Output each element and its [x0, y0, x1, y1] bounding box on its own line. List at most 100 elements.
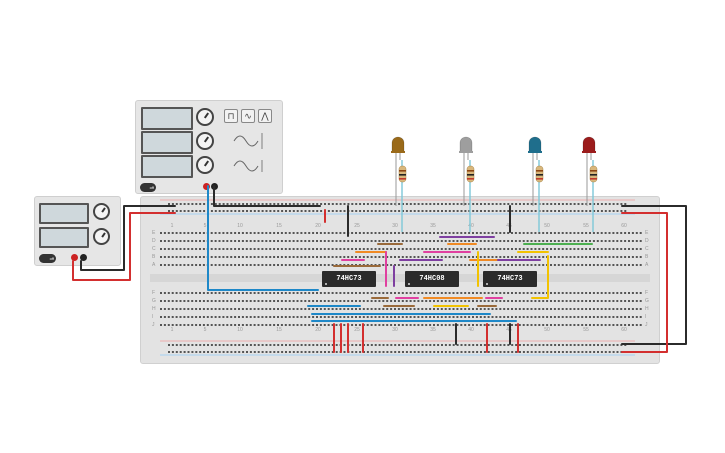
breadboard-hole[interactable] [417, 300, 420, 302]
breadboard-hole[interactable] [468, 232, 471, 234]
square-wave-icon[interactable]: ⊓ [224, 109, 238, 123]
breadboard-hole[interactable] [246, 344, 248, 346]
breadboard-hole[interactable] [589, 300, 591, 302]
breadboard-hole[interactable] [249, 351, 252, 353]
breadboard-hole[interactable] [487, 264, 490, 266]
breadboard-hole[interactable] [421, 203, 424, 205]
breadboard-hole[interactable] [515, 210, 518, 212]
breadboard-hole[interactable] [234, 292, 237, 294]
breadboard-hole[interactable] [616, 210, 619, 212]
breadboard-hole[interactable] [472, 344, 475, 346]
breadboard-hole[interactable] [495, 240, 498, 242]
breadboard-hole[interactable] [550, 232, 552, 234]
breadboard-hole[interactable] [362, 308, 365, 310]
breadboard-hole[interactable] [608, 344, 611, 346]
breadboard-hole[interactable] [390, 344, 393, 346]
breadboard-hole[interactable] [288, 316, 291, 318]
breadboard-hole[interactable] [499, 240, 502, 242]
breadboard-hole[interactable] [550, 308, 552, 310]
breadboard-hole[interactable] [405, 292, 408, 294]
breadboard-hole[interactable] [530, 232, 533, 234]
breadboard-hole[interactable] [436, 292, 439, 294]
breadboard-hole[interactable] [300, 264, 303, 266]
breadboard-hole[interactable] [351, 324, 354, 326]
breadboard-hole[interactable] [515, 351, 518, 353]
breadboard-hole[interactable] [253, 203, 256, 205]
breadboard-hole[interactable] [273, 203, 276, 205]
breadboard-hole[interactable] [495, 256, 498, 258]
breadboard-hole[interactable] [308, 292, 311, 294]
breadboard-hole[interactable] [167, 232, 170, 234]
breadboard-hole[interactable] [616, 324, 619, 326]
breadboard-hole[interactable] [628, 300, 630, 302]
breadboard-hole[interactable] [308, 240, 311, 242]
breadboard-hole[interactable] [316, 256, 318, 258]
breadboard-hole[interactable] [292, 344, 295, 346]
breadboard-hole[interactable] [339, 248, 342, 250]
breadboard-hole[interactable] [557, 264, 560, 266]
terminal-strip-bottom[interactable] [160, 316, 642, 318]
breadboard-hole[interactable] [553, 232, 556, 234]
breadboard-hole[interactable] [600, 232, 603, 234]
breadboard-hole[interactable] [366, 210, 369, 212]
breadboard-hole[interactable] [448, 240, 451, 242]
breadboard-hole[interactable] [199, 264, 201, 266]
breadboard-hole[interactable] [370, 248, 373, 250]
breadboard-hole[interactable] [530, 292, 533, 294]
breadboard-hole[interactable] [522, 248, 525, 250]
breadboard-hole[interactable] [597, 344, 599, 346]
breadboard-hole[interactable] [378, 324, 381, 326]
breadboard-hole[interactable] [320, 210, 323, 212]
breadboard-hole[interactable] [370, 351, 373, 353]
breadboard-hole[interactable] [284, 316, 287, 318]
breadboard-hole[interactable] [245, 232, 248, 234]
breadboard-hole[interactable] [425, 351, 428, 353]
breadboard-hole[interactable] [370, 292, 373, 294]
breadboard-hole[interactable] [511, 316, 513, 318]
breadboard-hole[interactable] [608, 264, 611, 266]
breadboard-hole[interactable] [596, 292, 599, 294]
breadboard-hole[interactable] [553, 292, 556, 294]
breadboard-hole[interactable] [238, 300, 240, 302]
breadboard-hole[interactable] [214, 351, 217, 353]
breadboard-hole[interactable] [444, 316, 447, 318]
breadboard-hole[interactable] [593, 351, 596, 353]
breadboard-hole[interactable] [300, 256, 303, 258]
breadboard-hole[interactable] [401, 300, 404, 302]
breadboard-hole[interactable] [589, 316, 591, 318]
breadboard-hole[interactable] [366, 203, 369, 205]
breadboard-hole[interactable] [542, 203, 545, 205]
breadboard-hole[interactable] [526, 256, 529, 258]
breadboard-hole[interactable] [175, 256, 178, 258]
breadboard-hole[interactable] [171, 256, 174, 258]
breadboard-hole[interactable] [284, 248, 287, 250]
breadboard-hole[interactable] [292, 324, 295, 326]
breadboard-hole[interactable] [202, 300, 205, 302]
breadboard-hole[interactable] [304, 300, 307, 302]
breadboard-hole[interactable] [550, 292, 552, 294]
breadboard-hole[interactable] [160, 248, 162, 250]
breadboard-hole[interactable] [288, 300, 291, 302]
breadboard-hole[interactable] [273, 256, 276, 258]
breadboard-hole[interactable] [511, 308, 513, 310]
breadboard-hole[interactable] [312, 232, 315, 234]
breadboard-hole[interactable] [405, 240, 408, 242]
breadboard-hole[interactable] [542, 351, 545, 353]
breadboard-hole[interactable] [312, 203, 315, 205]
breadboard-hole[interactable] [522, 344, 525, 346]
breadboard-hole[interactable] [429, 203, 432, 205]
breadboard-hole[interactable] [514, 256, 517, 258]
breadboard-hole[interactable] [374, 324, 377, 326]
breadboard-hole[interactable] [245, 300, 248, 302]
breadboard-hole[interactable] [604, 256, 607, 258]
breadboard-hole[interactable] [253, 292, 256, 294]
breadboard-hole[interactable] [179, 308, 182, 310]
breadboard-hole[interactable] [378, 292, 381, 294]
breadboard-hole[interactable] [558, 203, 560, 205]
breadboard-hole[interactable] [163, 264, 166, 266]
breadboard-hole[interactable] [483, 292, 486, 294]
breadboard-hole[interactable] [199, 300, 201, 302]
breadboard-hole[interactable] [608, 203, 611, 205]
breadboard-hole[interactable] [499, 264, 502, 266]
breadboard-hole[interactable] [163, 324, 166, 326]
